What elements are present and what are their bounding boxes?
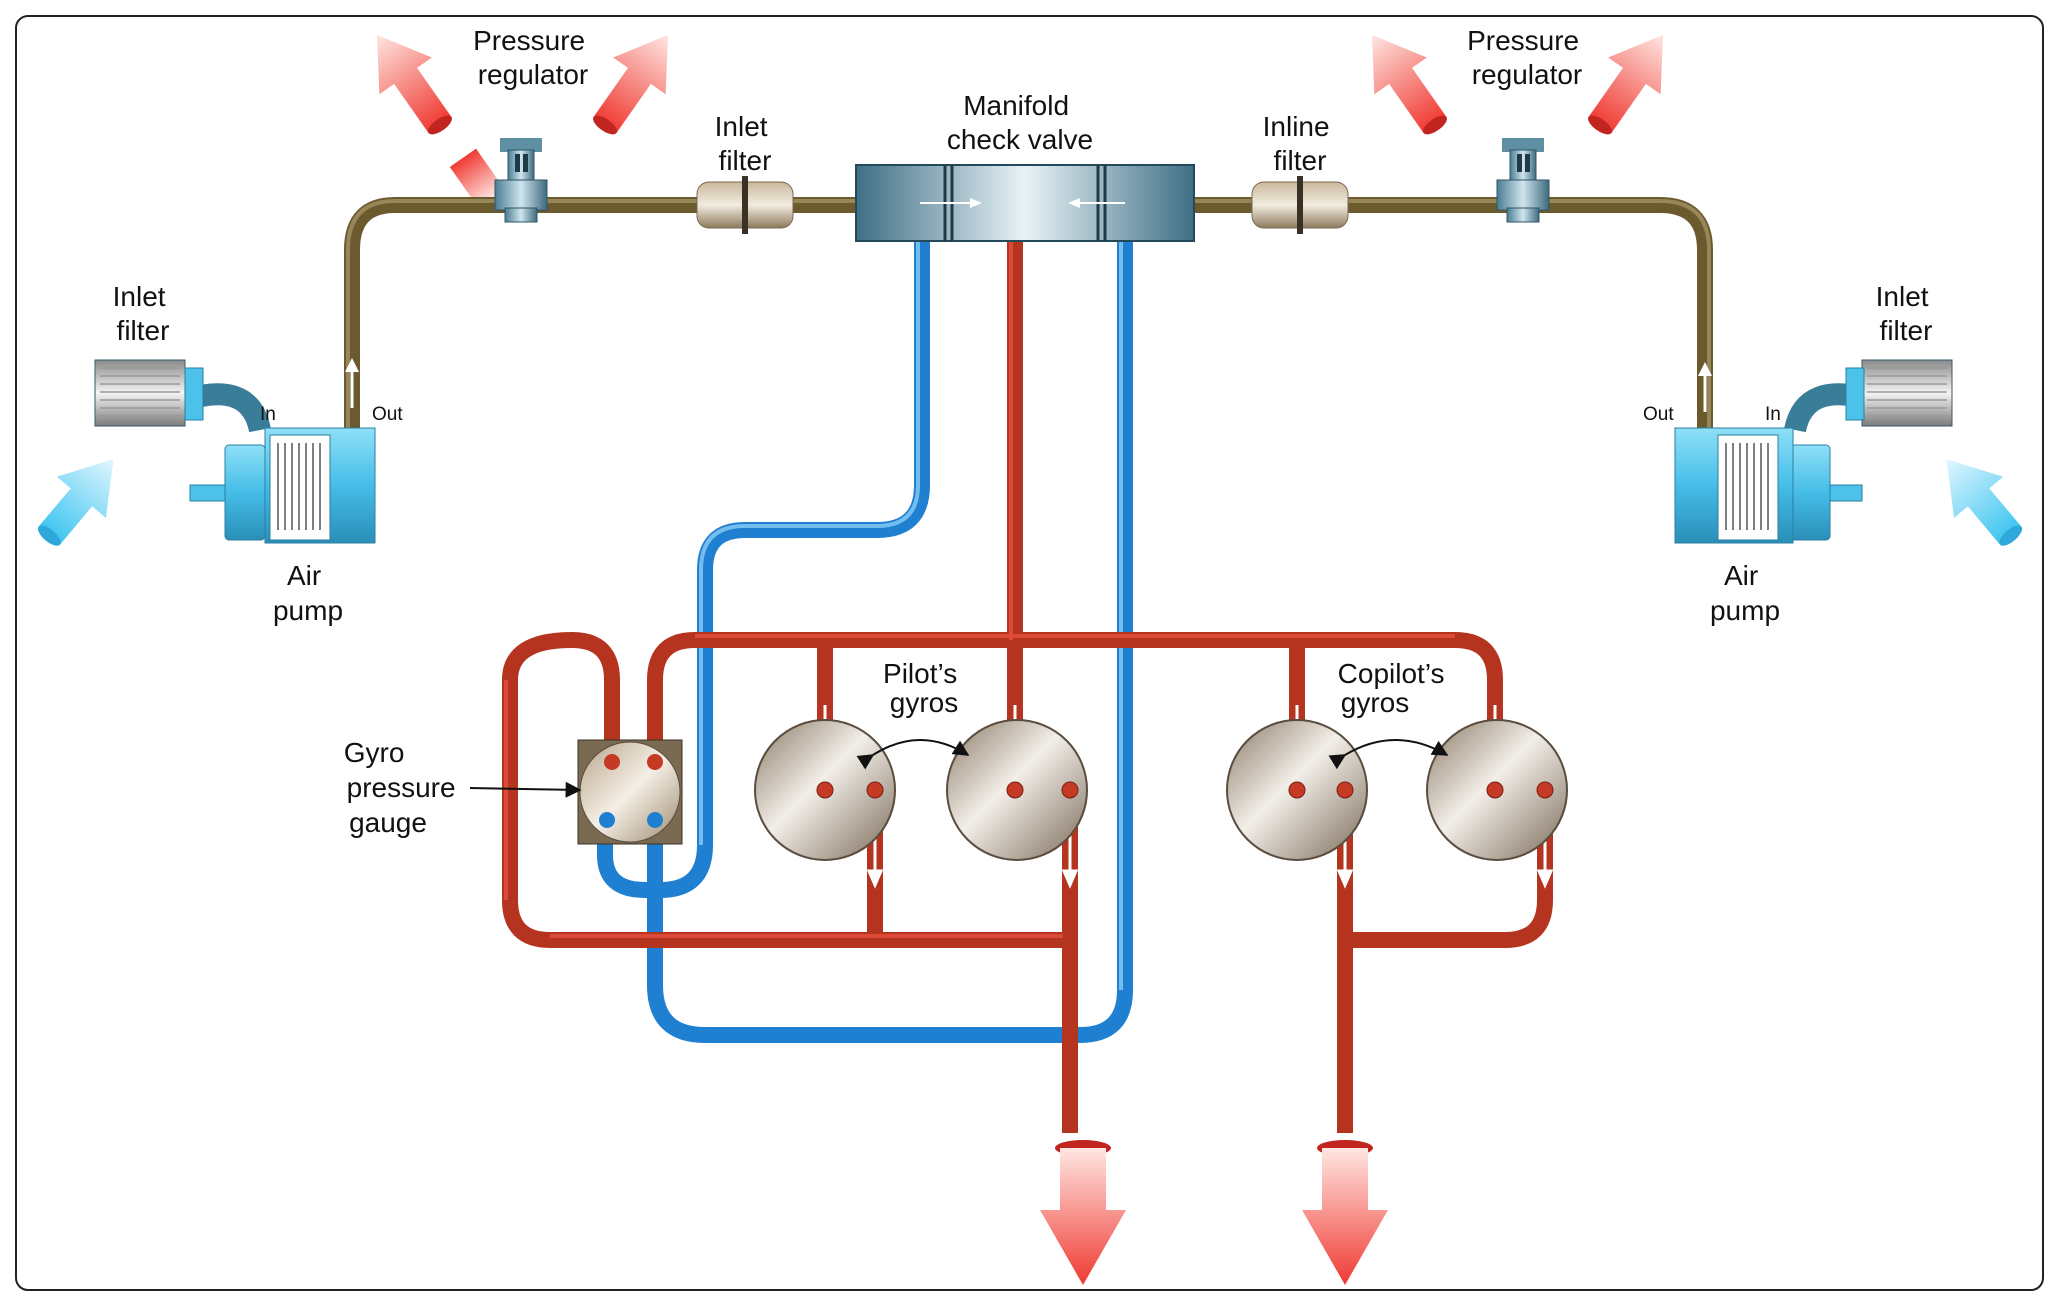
label-inlet-filter-top: Inlet filter xyxy=(715,111,776,176)
label-inlet-filter-right: Inlet filter xyxy=(1876,281,1937,346)
label-out-right: Out xyxy=(1643,404,1674,425)
flow-arrow-out-left xyxy=(345,358,359,408)
label-gyro-pressure-gauge: Gyro pressure gauge xyxy=(344,737,464,838)
label-inlet-filter-left: Inlet filter xyxy=(113,281,174,346)
exhaust-arrow-right-2 xyxy=(1588,34,1664,135)
label-in-left: In xyxy=(260,404,276,425)
air-pump-icon xyxy=(1674,359,1953,544)
supply-line xyxy=(344,197,1713,430)
gauge-pointer xyxy=(469,781,582,798)
exhaust-arrow-right-1 xyxy=(1371,34,1447,135)
ambient-air-arrow-right xyxy=(1946,459,2023,546)
label-air-pump-left: Air pump xyxy=(273,560,343,626)
exhaust-arrow-left-2 xyxy=(593,34,669,135)
pressure-regulator-icon xyxy=(1496,138,1550,223)
vacuum-line-highlight xyxy=(699,240,1123,990)
pressure-regulator-icon xyxy=(494,138,548,223)
gyro-pair-arrow-pilot xyxy=(856,739,970,770)
exhaust-arrow-bottom-right xyxy=(1302,1140,1388,1285)
label-pilots-gyros: Pilot’s gyros xyxy=(883,658,965,718)
label-in-right: In xyxy=(1765,404,1781,425)
gyro-pressure-gauge xyxy=(577,739,683,845)
supply-line-highlight xyxy=(346,199,1711,430)
label-copilots-gyros: Copilot’s gyros xyxy=(1338,658,1453,718)
gyro-ports xyxy=(816,781,1554,799)
label-pressure-regulator-left: Pressure regulator xyxy=(473,25,593,90)
gyro-pair-arrow-copilot xyxy=(1328,739,1449,770)
vacuum-line xyxy=(597,240,1133,1043)
label-out-left: Out xyxy=(372,404,403,425)
gyro-line-highlight xyxy=(504,240,1455,938)
ambient-air-arrow-left xyxy=(37,459,114,546)
flow-arrow-out-right xyxy=(1698,362,1712,412)
air-pump-icon xyxy=(94,359,376,544)
manifold-check-valve xyxy=(855,164,1195,242)
inline-filter-icon xyxy=(1251,176,1349,234)
label-air-pump-right: Air pump xyxy=(1710,560,1780,626)
label-manifold-check-valve: Manifold check valve xyxy=(947,90,1093,155)
label-pressure-regulator-right: Pressure regulator xyxy=(1467,25,1587,90)
exhaust-arrow-left-1 xyxy=(376,34,505,208)
inlet-filter-icon xyxy=(696,176,794,234)
diagram-frame xyxy=(15,15,2044,1291)
label-inline-filter-top: Inline filter xyxy=(1263,111,1338,176)
exhaust-arrow-bottom-left xyxy=(1040,1140,1126,1285)
